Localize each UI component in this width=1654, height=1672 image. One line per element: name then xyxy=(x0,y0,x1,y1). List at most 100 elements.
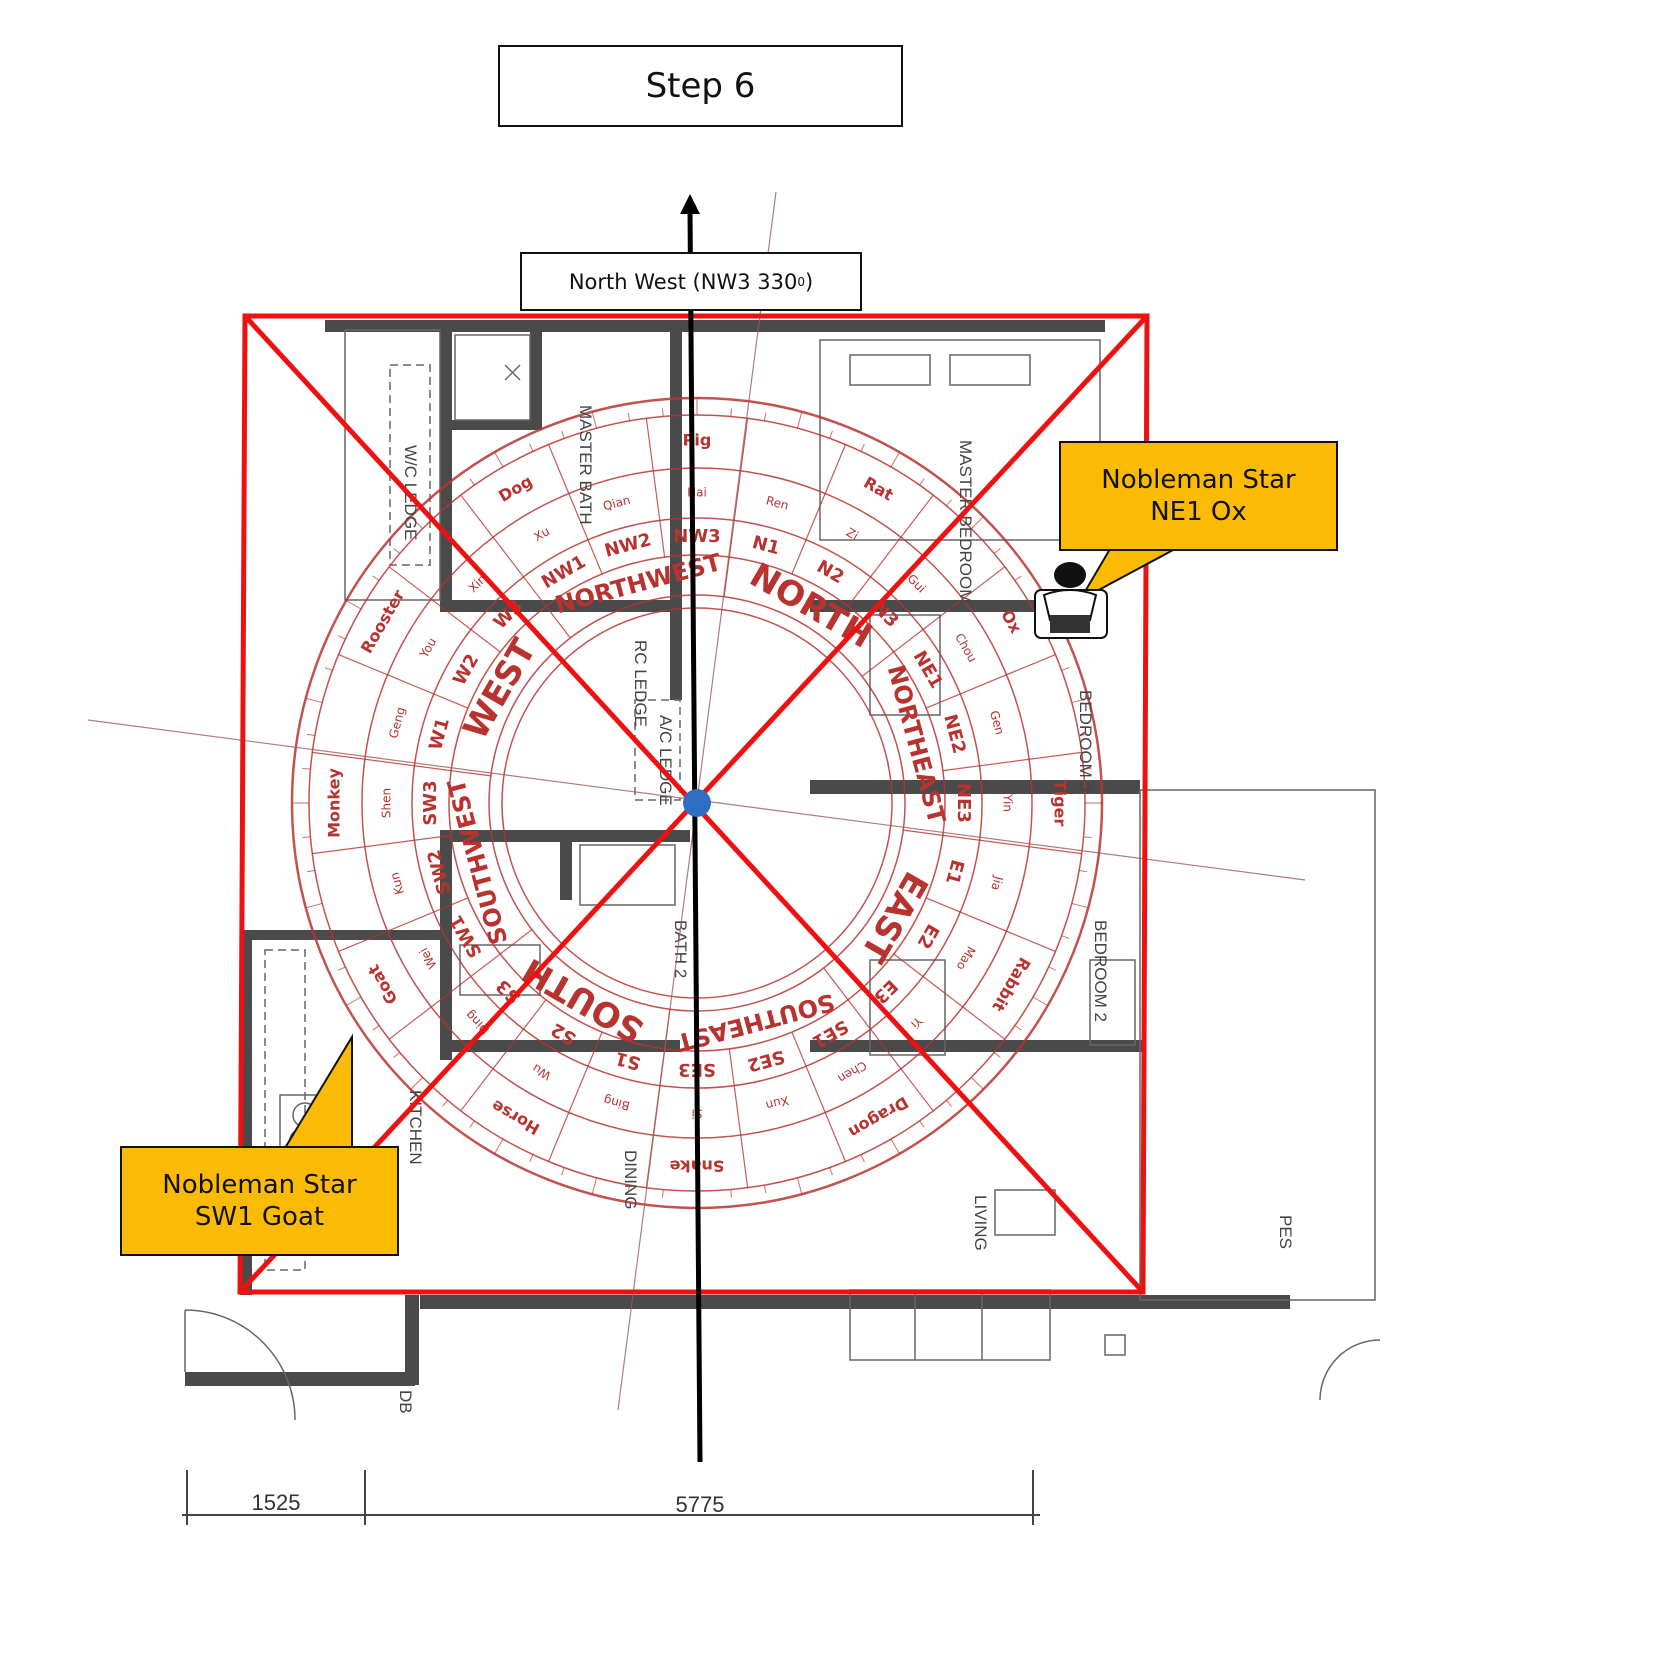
degree-tick xyxy=(860,443,865,452)
room-dining: DINING xyxy=(621,1150,640,1210)
dimension-left: 1525 xyxy=(252,1490,301,1515)
dimension-right: 5775 xyxy=(676,1492,725,1517)
degree-tick xyxy=(591,411,598,429)
mountain-label: Wu xyxy=(530,1061,553,1083)
degree-tick xyxy=(591,1177,598,1195)
sector-divider xyxy=(791,444,847,575)
sector-label: N1 xyxy=(750,532,782,559)
degree-tick xyxy=(919,478,925,486)
mountain-label: Yi xyxy=(908,1013,926,1031)
degree-tick xyxy=(763,412,767,421)
degree-tick xyxy=(306,869,315,873)
degree-tick xyxy=(346,996,362,1006)
mountain-label: Shen xyxy=(380,788,394,818)
degree-tick xyxy=(529,443,534,452)
sector-divider xyxy=(338,897,469,953)
animal-label: Dog xyxy=(495,471,535,505)
mountain-label: Mao xyxy=(954,944,979,973)
degree-tick xyxy=(627,1185,631,1194)
sector-divider xyxy=(388,566,501,653)
degree-tick xyxy=(946,1099,952,1107)
degree-tick xyxy=(661,408,664,417)
animal-label: Pig xyxy=(683,431,712,450)
walls xyxy=(185,320,1290,1386)
degree-tick xyxy=(494,452,504,468)
degree-tick xyxy=(1061,935,1070,939)
sector-divider xyxy=(925,653,1056,709)
degree-tick xyxy=(442,499,448,507)
degree-tick xyxy=(306,733,315,737)
degree-tick xyxy=(1079,733,1088,737)
degree-tick xyxy=(305,902,323,909)
degree-tick xyxy=(469,1120,475,1128)
animal-label: Rat xyxy=(860,473,896,505)
degree-tick xyxy=(1048,966,1057,971)
mountain-label: You xyxy=(416,635,439,661)
degree-tick xyxy=(469,478,475,486)
mountain-label: Ren xyxy=(765,493,791,512)
sector-divider xyxy=(338,653,469,709)
degree-tick xyxy=(829,430,833,439)
sector-divider xyxy=(925,897,1056,953)
person-at-desk-icon xyxy=(1034,562,1108,639)
degree-tick xyxy=(890,452,900,468)
sector-label: W2 xyxy=(449,650,483,689)
sector-divider xyxy=(728,1048,749,1188)
mountain-label: Yin xyxy=(1001,793,1015,812)
degree-tick xyxy=(1079,869,1088,873)
degree-tick xyxy=(561,1167,565,1176)
mountain-label: Qian xyxy=(601,493,631,514)
sector-divider xyxy=(861,566,1006,677)
callout-ne-line2: NE1 Ox xyxy=(1150,497,1247,527)
sector-label: E2 xyxy=(912,920,943,952)
degree-sup: 0 xyxy=(797,274,805,289)
degree-tick xyxy=(393,548,401,554)
degree-tick xyxy=(372,1025,380,1031)
degree-tick xyxy=(529,1154,534,1163)
room-ac-ledge: A/C LEDGE xyxy=(656,715,675,806)
animal-label: Dragon xyxy=(845,1093,911,1142)
mountain-label: Kun xyxy=(387,871,406,896)
sector-divider xyxy=(460,999,547,1112)
direction-label: WEST xyxy=(456,632,545,747)
degree-tick xyxy=(919,1120,925,1128)
mountain-label: Jia xyxy=(988,874,1005,892)
room-master-bath: MASTER BATH xyxy=(576,405,595,525)
degree-tick xyxy=(324,935,333,939)
sector-label: N2 xyxy=(813,556,847,588)
thin-lines xyxy=(184,329,1381,1421)
degree-tick xyxy=(561,430,565,439)
north-arrow xyxy=(680,194,703,1463)
sector-label: SE2 xyxy=(745,1045,787,1075)
room-bedroom3: BEDROOM 3 xyxy=(1076,690,1095,792)
room-rc-ledge: RC LEDGE xyxy=(631,640,650,727)
degree-tick xyxy=(1083,767,1092,770)
mountain-label: Chen xyxy=(835,1058,869,1086)
degree-tick xyxy=(946,499,952,507)
sector-divider xyxy=(547,1031,603,1162)
callout-sw-tail xyxy=(283,1033,353,1149)
degree-tick xyxy=(410,1077,423,1090)
animal-label: Goat xyxy=(364,961,402,1008)
room-master-bedroom: MASTER BEDROOM xyxy=(956,440,975,603)
step-title: Step 6 xyxy=(498,45,903,127)
degree-tick xyxy=(993,1052,1001,1058)
callout-sw-line2: SW1 Goat xyxy=(194,1202,325,1232)
sector-label: W1 xyxy=(425,716,454,753)
compass-center-dot xyxy=(683,789,711,817)
sector-divider xyxy=(791,1031,847,1162)
degree-tick xyxy=(372,575,380,581)
sector-divider xyxy=(823,967,934,1112)
sector-divider xyxy=(460,494,571,639)
room-living: LIVING xyxy=(971,1195,990,1251)
mountain-label: Gen xyxy=(987,709,1007,736)
degree-tick xyxy=(324,667,333,671)
sector-divider xyxy=(723,418,749,597)
degree-tick xyxy=(860,1154,865,1163)
room-db: DB xyxy=(396,1390,415,1414)
mountain-label: Bing xyxy=(602,1093,632,1113)
animal-label: Horse xyxy=(488,1096,543,1139)
room-pes: PES xyxy=(1276,1215,1295,1249)
